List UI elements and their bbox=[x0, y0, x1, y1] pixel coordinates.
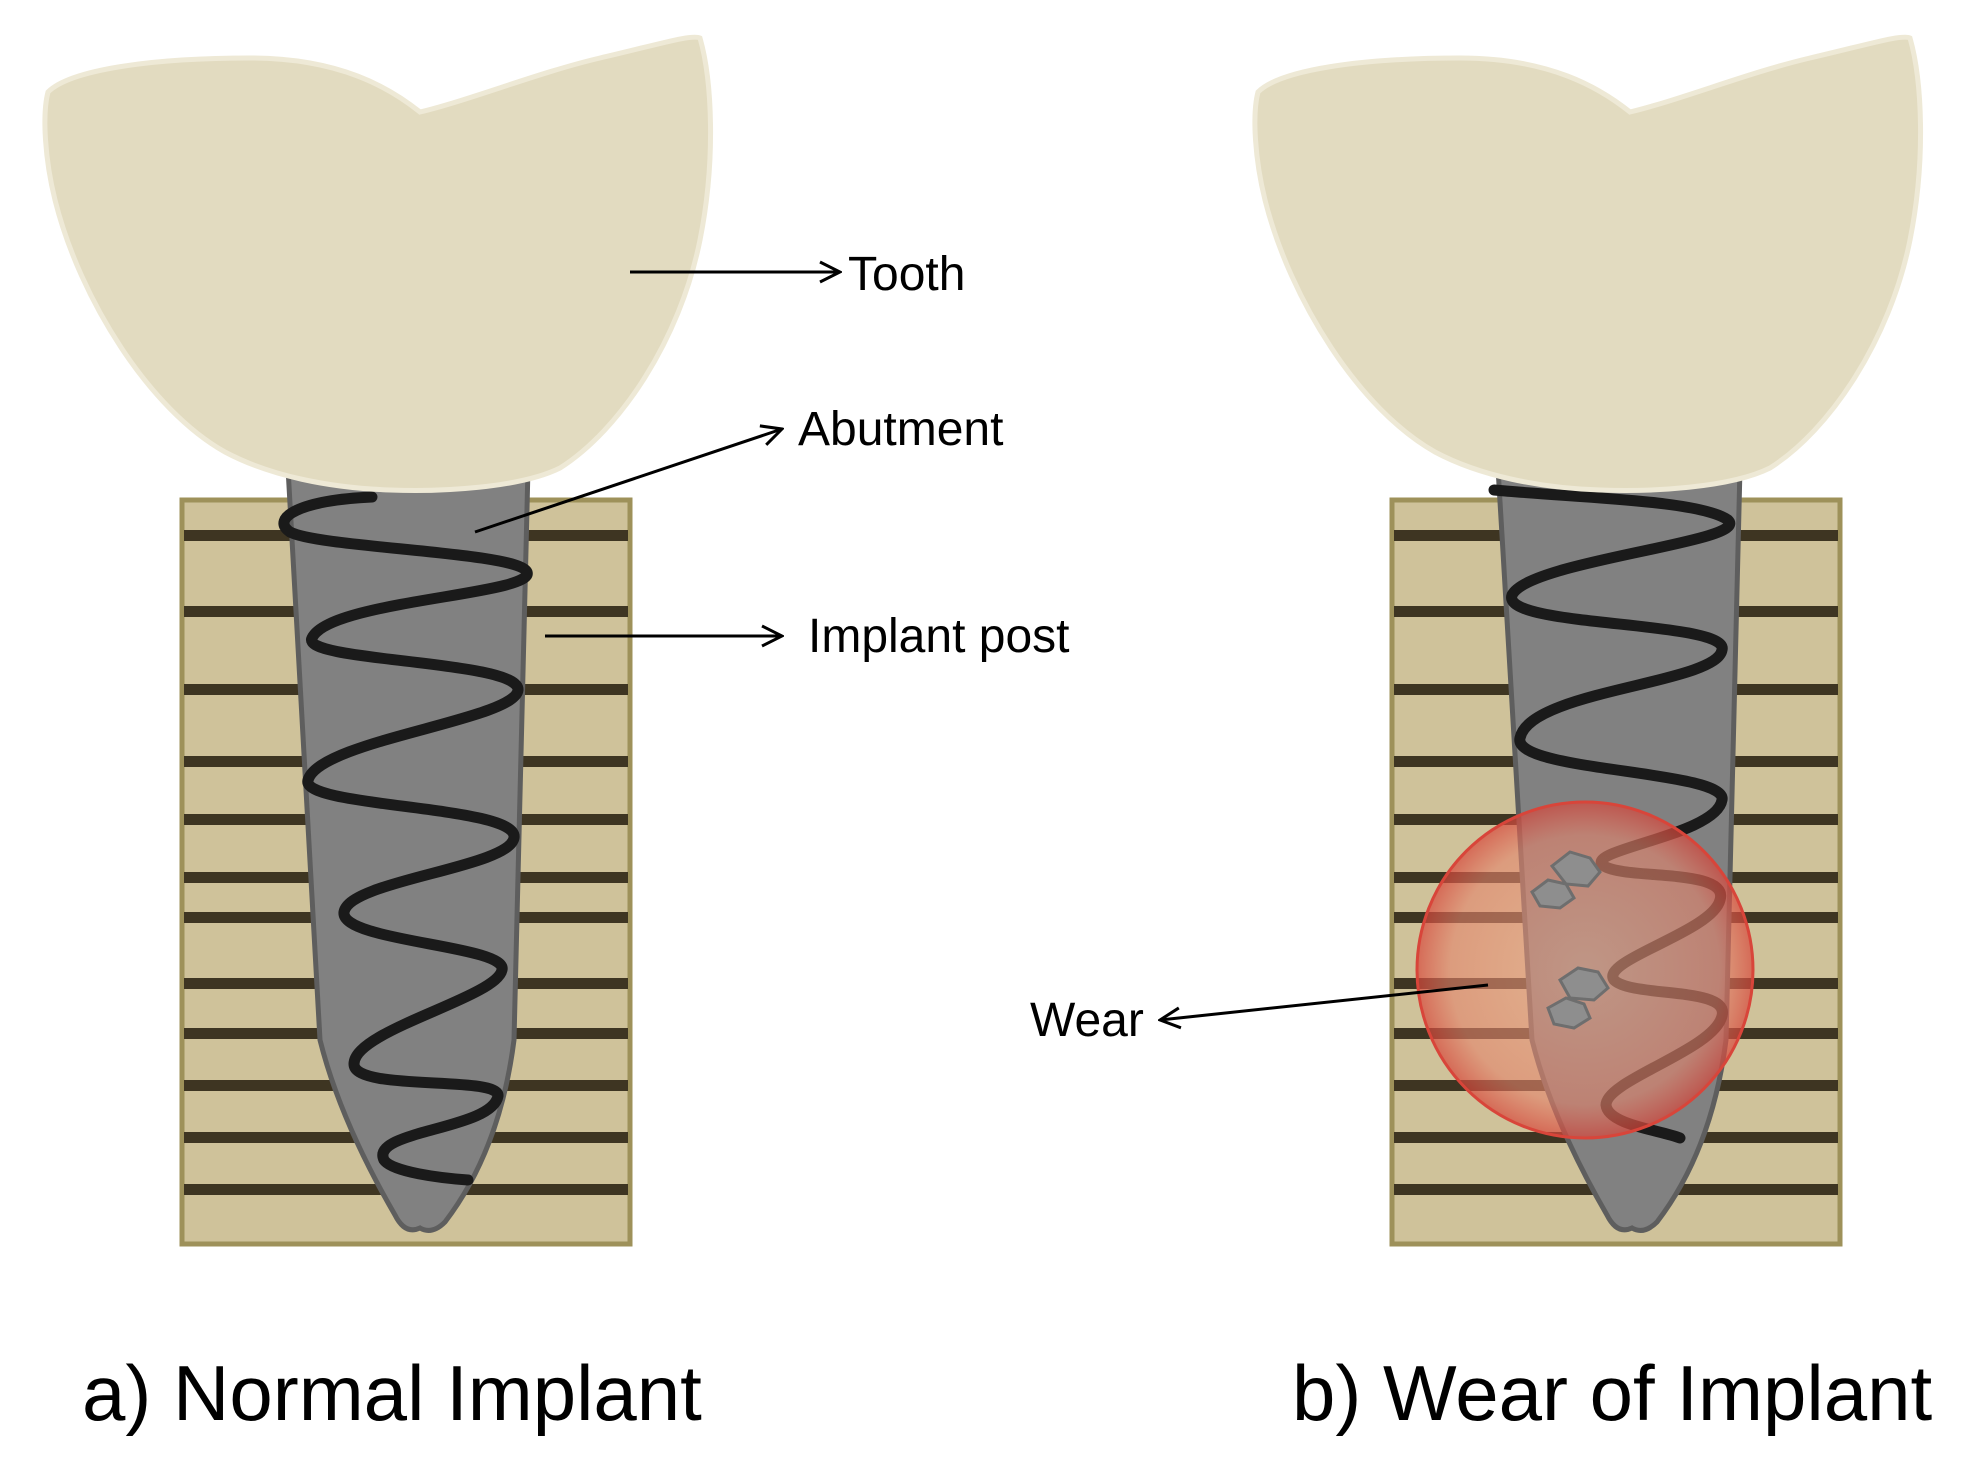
panel-normal-implant: Tooth Abutment Implant post a) Normal Im… bbox=[42, 34, 1069, 1437]
panel-caption-normal: a) Normal Implant bbox=[82, 1349, 702, 1437]
abutment-label: Abutment bbox=[798, 403, 1003, 456]
tooth-crown bbox=[1252, 34, 1924, 493]
abutment-arrow bbox=[474, 429, 782, 534]
implant-thread bbox=[278, 491, 533, 1186]
wear-arrow bbox=[1160, 983, 1489, 1020]
tooth-crown bbox=[42, 34, 714, 493]
worn-thread-debris bbox=[1530, 850, 1610, 1030]
panel-wear-of-implant: Wear b) Wear of Implant bbox=[1030, 34, 1932, 1437]
wear-label: Wear bbox=[1030, 994, 1144, 1047]
panel-caption-wear: b) Wear of Implant bbox=[1292, 1349, 1932, 1437]
implant-post-label: Implant post bbox=[808, 610, 1069, 663]
tooth-label: Tooth bbox=[848, 248, 965, 301]
